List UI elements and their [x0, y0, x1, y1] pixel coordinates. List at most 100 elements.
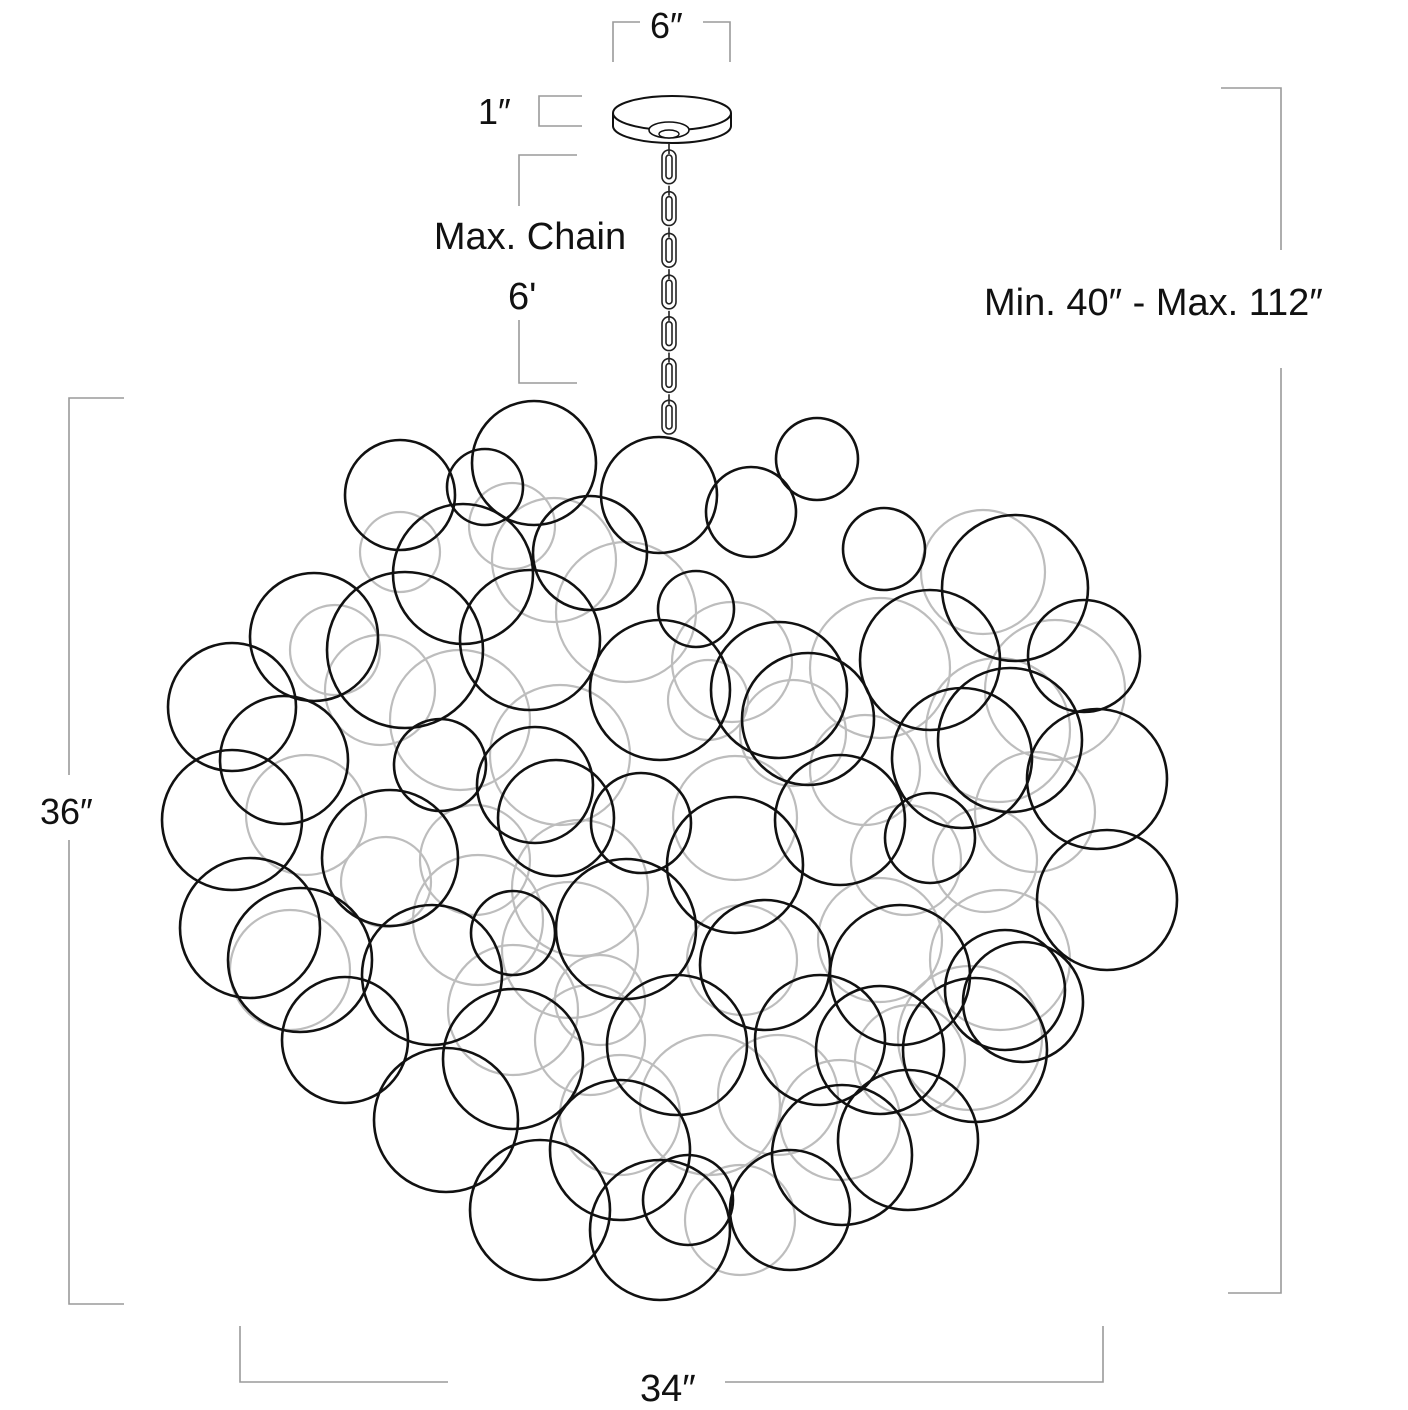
back-bubble [849, 803, 963, 917]
front-bubble [753, 973, 887, 1107]
front-bubble [372, 1046, 520, 1194]
back-bubbles [228, 481, 1127, 1277]
front-bubble [1035, 828, 1179, 972]
chain-link-inner [665, 321, 673, 347]
dimension-lines [68, 21, 1282, 1383]
chain [661, 144, 677, 435]
front-bubble [704, 465, 798, 559]
front-bubble [774, 416, 860, 502]
fixture-height-bracket-bottom [68, 840, 124, 1305]
front-bubble [248, 571, 380, 703]
front-bubble [178, 856, 322, 1000]
back-bubble [928, 888, 1072, 1032]
canopy-width-bracket-right [703, 21, 731, 62]
front-bubble [360, 903, 504, 1047]
chain-length-bracket-top [518, 154, 577, 206]
back-bubble [490, 496, 618, 624]
fixture-height-bracket-top [68, 397, 124, 775]
front-bubble [445, 447, 525, 527]
back-bubble [816, 876, 944, 1004]
chain-length-bracket-bottom [518, 320, 577, 384]
front-bubble [943, 928, 1067, 1052]
front-bubbles [160, 399, 1179, 1302]
front-bubble [773, 753, 907, 887]
front-bubble [343, 438, 457, 552]
back-bubble [467, 481, 557, 571]
front-bubble [599, 435, 719, 555]
front-bubble [320, 788, 460, 928]
front-bubble [841, 506, 927, 592]
ceiling-canopy [612, 95, 732, 144]
back-bubble [228, 908, 352, 1032]
front-bubble [641, 1153, 735, 1247]
back-bubble [488, 683, 632, 827]
front-bubble [1026, 598, 1142, 714]
front-bubble [531, 494, 649, 612]
front-bubble [890, 686, 1034, 830]
front-bubble [470, 399, 598, 527]
front-bubble [589, 771, 693, 875]
front-bubble [605, 973, 749, 1117]
back-bubble [358, 510, 442, 594]
fixture-width-bracket-left [239, 1326, 448, 1383]
canopy-width-bracket [612, 21, 640, 62]
front-bubble [709, 620, 849, 760]
back-bubble [554, 540, 698, 684]
front-bubble [588, 618, 732, 762]
front-bubble [836, 1068, 980, 1212]
front-bubble [218, 694, 350, 826]
front-bubble [883, 791, 977, 885]
back-bubble [683, 1163, 797, 1277]
front-bubble [1025, 707, 1169, 851]
overall-height-bracket-top [1221, 87, 1282, 250]
back-bubble [983, 618, 1127, 762]
fixture-width-label: 34″ [640, 1368, 696, 1410]
front-bubble [901, 976, 1049, 1124]
front-bubble [226, 886, 374, 1034]
back-bubble [671, 754, 799, 882]
back-bubble [446, 943, 580, 1077]
back-bubble [288, 603, 382, 697]
overall-height-label: Min. 40″ - Max. 112″ [984, 282, 1323, 324]
back-bubble [323, 633, 437, 747]
chain-link-inner [665, 279, 673, 305]
front-bubble [740, 651, 876, 787]
back-bubble [533, 983, 647, 1097]
back-bubble [808, 713, 922, 827]
canopy-height-bracket [538, 95, 582, 127]
overall-height-bracket-bottom [1228, 368, 1282, 1294]
back-bubble [716, 1033, 840, 1157]
front-bubble [554, 857, 698, 1001]
front-bubble [814, 984, 946, 1116]
chain-link-inner [665, 404, 673, 430]
canopy-height-label: 1″ [478, 91, 511, 132]
front-bubble [961, 940, 1085, 1064]
front-bubble [656, 569, 736, 649]
front-bubble [548, 1078, 692, 1222]
front-bubble [325, 570, 485, 730]
chain-link-inner [665, 195, 673, 222]
front-bubble [940, 513, 1090, 663]
fixture-height-label: 36″ [40, 791, 93, 832]
front-bubble [458, 568, 602, 712]
front-bubble [770, 1083, 914, 1227]
front-bubble [665, 795, 805, 935]
front-bubble [728, 1148, 852, 1272]
back-bubble [244, 753, 368, 877]
chain-link-inner [665, 154, 673, 180]
back-bubble [638, 1033, 782, 1177]
back-bubble [411, 853, 545, 987]
front-bubble [936, 666, 1084, 814]
back-bubble [738, 678, 848, 788]
canopy-width-label: 6″ [650, 5, 683, 46]
front-bubble [588, 1158, 732, 1302]
back-bubble [919, 508, 1047, 636]
front-bubble [160, 748, 304, 892]
chain-length-label: Max. Chain [433, 216, 627, 258]
front-bubble [475, 725, 595, 845]
back-bubble [670, 600, 794, 724]
back-bubble [388, 648, 532, 792]
chain-length-value: 6' [508, 276, 537, 318]
